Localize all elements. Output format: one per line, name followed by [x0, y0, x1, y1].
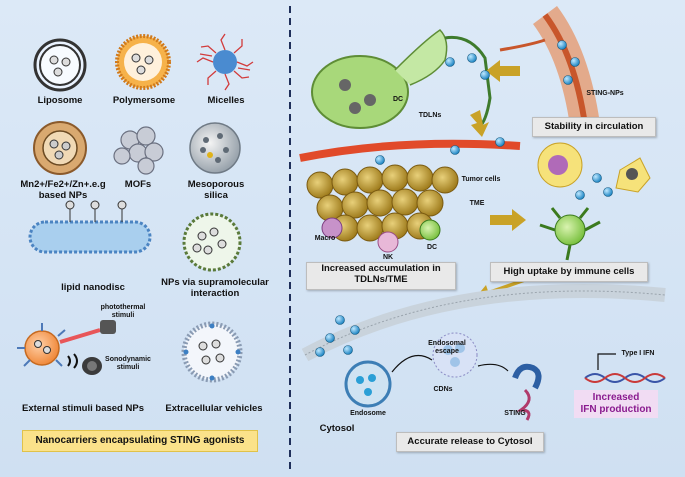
external-stimuli-np-graphic: [17, 320, 116, 375]
nanocarriers-footer-box: Nanocarriers encapsulating STING agonist…: [22, 430, 258, 452]
metal-ion-np-graphic: [33, 121, 87, 175]
label-polymersome: Polymersome: [112, 95, 176, 106]
lipid-nanodisc-graphic: [28, 200, 152, 254]
mofs-graphic: [113, 126, 164, 175]
extracellular-vesicle-graphic: [181, 321, 243, 383]
label-liposome: Liposome: [37, 95, 83, 106]
blood-vessel-graphic: [499, 6, 600, 128]
label-macro: Macro: [314, 235, 336, 242]
micelles-graphic: [196, 33, 254, 91]
label-lipid-nanodisc: lipid nanodisc: [61, 282, 125, 293]
label-extracellular-vehicles: Extracellular vehicles: [165, 403, 263, 414]
label-type-i-ifn: Type I IFN: [621, 350, 655, 357]
label-tme: TME: [469, 200, 485, 207]
ifn-production-box: Increased IFN production: [574, 390, 658, 418]
label-supramolecular-nps: NPs via supramolecular interaction: [161, 277, 269, 299]
label-endosome: Endosome: [350, 410, 386, 417]
label-tdlns: TDLNs: [418, 112, 442, 119]
label-cdns: CDNs: [433, 386, 453, 393]
label-mesoporous-silica: Mesoporous silica: [187, 179, 245, 201]
liposome-graphic: [33, 38, 87, 92]
polymersome-graphic: [115, 34, 171, 90]
tumor-tissue-graphic: [299, 139, 521, 253]
label-external-stimuli-nps: External stimuli based NPs: [22, 403, 144, 414]
endosome-graphic: [344, 354, 433, 408]
uptake-box: High uptake by immune cells: [490, 262, 648, 282]
label-sting-nps: STING-NPs: [586, 90, 624, 97]
release-box: Accurate release to Cytosol: [396, 432, 544, 452]
mesoporous-silica-graphic: [189, 122, 241, 174]
label-photothermal-stimuli: photothermal stimuli: [100, 304, 146, 320]
label-endosomal-escape: Endosomal escape: [428, 340, 466, 356]
label-tumor-cells: Tumor cells: [461, 176, 501, 183]
sting-graphic: [477, 363, 542, 421]
label-sting: STING: [504, 410, 526, 417]
sting-nanoparticles: [315, 40, 613, 357]
label-metal-ion-nps: Mn2+/Fe2+/Zn+.e.g based NPs: [20, 179, 106, 201]
stability-box: Stability in circulation: [532, 117, 656, 137]
dna-graphic: [584, 353, 666, 383]
label-micelles: Micelles: [207, 95, 245, 106]
label-mofs: MOFs: [124, 179, 152, 190]
accumulation-box: Increased accumulation in TDLNs/TME: [306, 262, 456, 290]
label-dc-lymph: DC: [392, 96, 404, 103]
lymph-node-graphic: [311, 29, 492, 130]
label-nk: NK: [382, 254, 394, 261]
supramolecular-np-graphic: [182, 212, 242, 272]
cdns-graphic: [432, 332, 478, 378]
label-dc-tumor: DC: [426, 244, 438, 251]
immune-cells-graphic: [537, 142, 651, 261]
cell-membrane-graphic: [301, 284, 666, 362]
label-cytosol: Cytosol: [319, 423, 355, 434]
label-sonodynamic-stimuli: Sonodynamic stimuli: [105, 356, 151, 372]
